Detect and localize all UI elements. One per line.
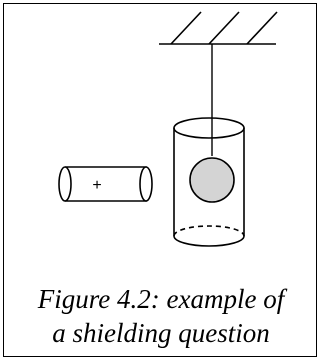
- rod-right-end: [139, 166, 153, 202]
- ceiling-hatch-1: [170, 11, 202, 45]
- ceiling-hatch-2: [208, 11, 240, 45]
- cylinder-bottom-dashed: [173, 225, 245, 237]
- rod-left-end: [58, 166, 72, 202]
- figure-caption: Figure 4.2: example of a shielding quest…: [4, 282, 318, 350]
- caption-line-1: Figure 4.2: example of: [37, 284, 285, 314]
- pendulum-ball: [189, 157, 235, 203]
- ceiling-hatch-3: [246, 11, 278, 45]
- charged-rod: [58, 166, 153, 202]
- rod-body: [65, 166, 147, 202]
- ceiling-support: [159, 11, 278, 45]
- shielding-cylinder: [173, 117, 245, 247]
- rod-charge-label: +: [92, 177, 101, 194]
- cylinder-bottom-visible: [173, 235, 245, 247]
- shielding-diagram: +: [58, 11, 278, 247]
- cylinder-top-rim: [173, 117, 245, 139]
- caption-line-2: a shielding question: [52, 318, 270, 348]
- figure-frame: + Figure 4.2: example of a shielding que…: [3, 3, 317, 357]
